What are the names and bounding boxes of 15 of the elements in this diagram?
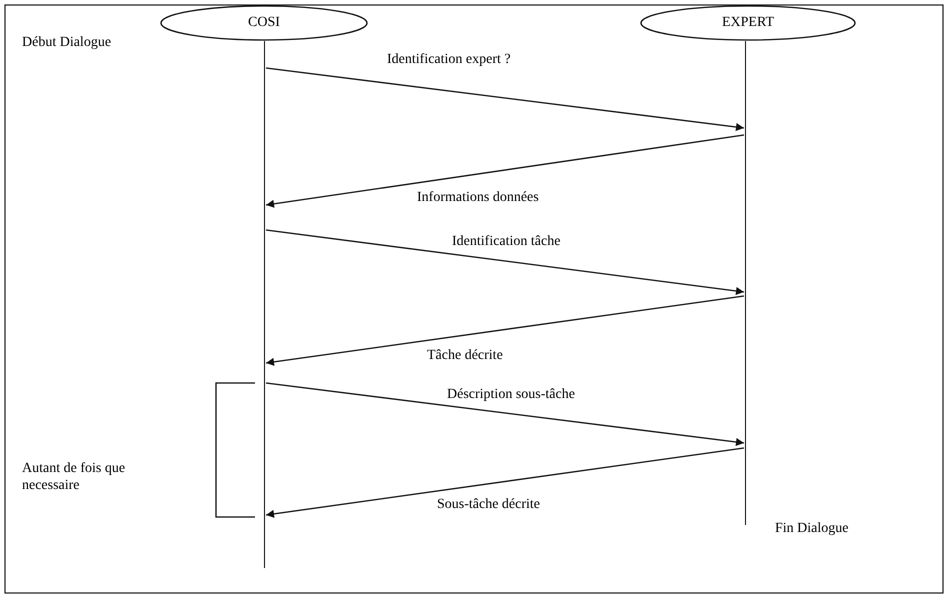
message-label: Identification expert ? <box>385 52 513 68</box>
note-text: Fin Dialogue <box>775 520 848 537</box>
message-arrow <box>266 447 744 518</box>
message-arrow <box>266 229 744 295</box>
note-text: Début Dialogue <box>22 34 112 51</box>
participant-ellipse: COSI <box>160 5 368 41</box>
lifeline <box>263 41 266 568</box>
message-arrow <box>266 382 744 446</box>
message-arrow <box>266 134 744 208</box>
message-arrow <box>266 295 744 366</box>
participant-ellipse: EXPERT <box>640 5 856 41</box>
lifeline <box>744 41 747 525</box>
message-arrow <box>266 67 744 131</box>
message-label: Déscription sous-tâche <box>445 387 577 403</box>
note-text: Autant de fois que necessaire <box>22 460 126 494</box>
